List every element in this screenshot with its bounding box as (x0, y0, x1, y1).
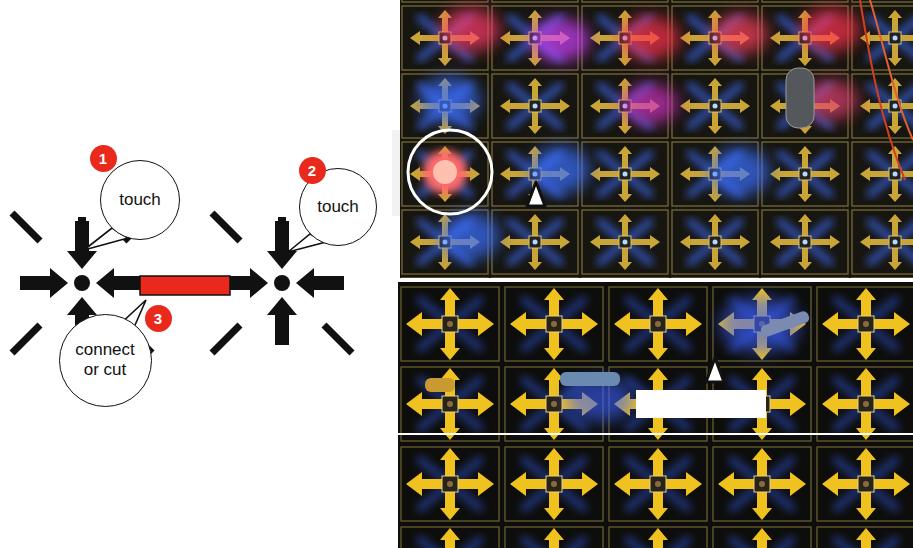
callout-number: 1 (90, 145, 117, 172)
bubble-text: touch (119, 190, 161, 210)
text-group: touch (317, 197, 359, 217)
speech-bubble: touch (100, 160, 180, 240)
callout-number: 2 (299, 157, 326, 184)
callout-number: 3 (145, 305, 172, 332)
connection-bar (140, 276, 230, 295)
text-group: 1 (99, 150, 107, 167)
text-group: 3 (154, 310, 162, 327)
board-photo (400, 0, 913, 278)
callout-number-text: 1 (99, 150, 107, 167)
callout-number-text: 3 (154, 310, 162, 327)
board-photo (398, 282, 913, 548)
text-group: touch (119, 190, 161, 210)
text-group: connect or cut (73, 340, 137, 379)
bubble-text: connect or cut (73, 340, 137, 379)
bubble-text: touch (317, 197, 359, 217)
callout-number-text: 2 (308, 162, 316, 179)
cursor-marker (527, 182, 545, 206)
text-group: 2 (308, 162, 316, 179)
wire-highlight (636, 390, 766, 418)
highlight-circle (408, 130, 492, 214)
speech-bubble: connect or cut (59, 314, 152, 407)
cursor-marker (706, 358, 724, 382)
